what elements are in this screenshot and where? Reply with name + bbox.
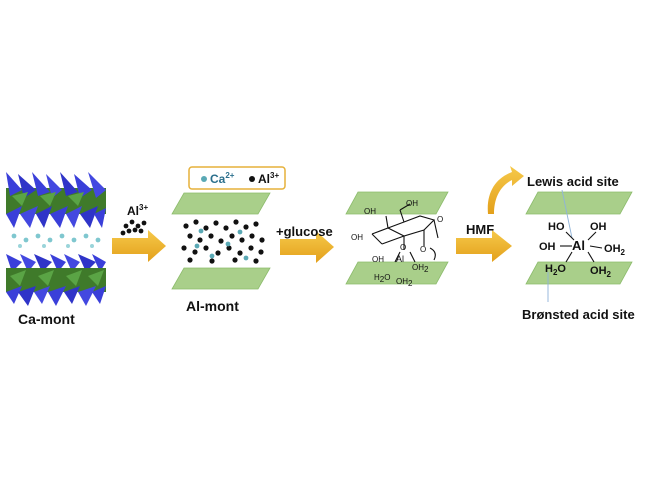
ca-mont-structure <box>6 172 106 306</box>
al-ion-cluster <box>120 219 147 236</box>
right-arrow-icon <box>280 231 334 263</box>
al-mont-label: Al-mont <box>186 298 239 314</box>
step3-label: HMF <box>466 222 494 237</box>
ca-mont-bottom-layer <box>6 254 106 306</box>
acid-oh-left: OH <box>539 241 556 253</box>
glucose-ring-o: O <box>437 215 443 224</box>
ca-legend-dot <box>201 176 207 182</box>
clay-layer-icon <box>525 191 633 215</box>
step1-label: Al3+ <box>127 203 148 218</box>
ca-legend-label: Ca2+ <box>210 171 235 186</box>
right-arrow-icon <box>456 230 512 262</box>
bronsted-acid-site-label: Brønsted acid site <box>522 307 635 322</box>
curved-arrow-icon <box>487 166 524 214</box>
glucose-ho-left: OH <box>372 255 384 264</box>
glucose-o-2: O <box>420 245 426 254</box>
glucose-oh2-bottom: OH2 <box>396 277 413 288</box>
al-legend-label: Al3+ <box>258 171 279 186</box>
glucose-ring-structure <box>371 203 439 263</box>
glucose-oh-2: OH <box>406 199 418 208</box>
ca-mont-top-layer <box>6 172 106 228</box>
acid-h2o-bottom-left: H2O <box>545 263 566 277</box>
clay-layer-icon <box>525 261 633 285</box>
right-arrow-icon <box>112 230 166 262</box>
glucose-oh2-right: OH2 <box>412 263 429 274</box>
clay-layer-icon <box>345 191 449 215</box>
glucose-al: Al <box>396 254 404 264</box>
ca-mont-interlayer-ions <box>11 233 101 248</box>
al-legend-dot <box>249 176 255 182</box>
acid-oh-top-right: OH <box>590 221 607 233</box>
ion-legend: Ca2+ Al3+ <box>188 166 286 190</box>
acid-ho-top-left: HO <box>548 221 565 233</box>
acid-site-pointer-lines <box>547 189 573 302</box>
acid-oh2-right: OH2 <box>604 243 626 257</box>
glucose-o-1: O <box>400 243 406 252</box>
glucose-h2o-left: H2O <box>374 273 390 284</box>
acid-al-center: Al <box>572 238 585 253</box>
step2-label: +glucose <box>276 224 333 239</box>
ca-mont-label: Ca-mont <box>18 311 75 327</box>
al-coordination-bonds <box>560 231 603 263</box>
clay-layer-icon <box>171 267 271 290</box>
glucose-oh-1: OH <box>364 207 376 216</box>
glucose-oh-3: OH <box>351 233 363 242</box>
lewis-acid-site-label: Lewis acid site <box>527 174 619 189</box>
acid-oh2-bottom-right: OH2 <box>590 265 612 279</box>
clay-layer-icon <box>345 261 449 285</box>
clay-layer-icon <box>171 192 271 215</box>
al-mont-interlayer-ions <box>181 219 265 264</box>
